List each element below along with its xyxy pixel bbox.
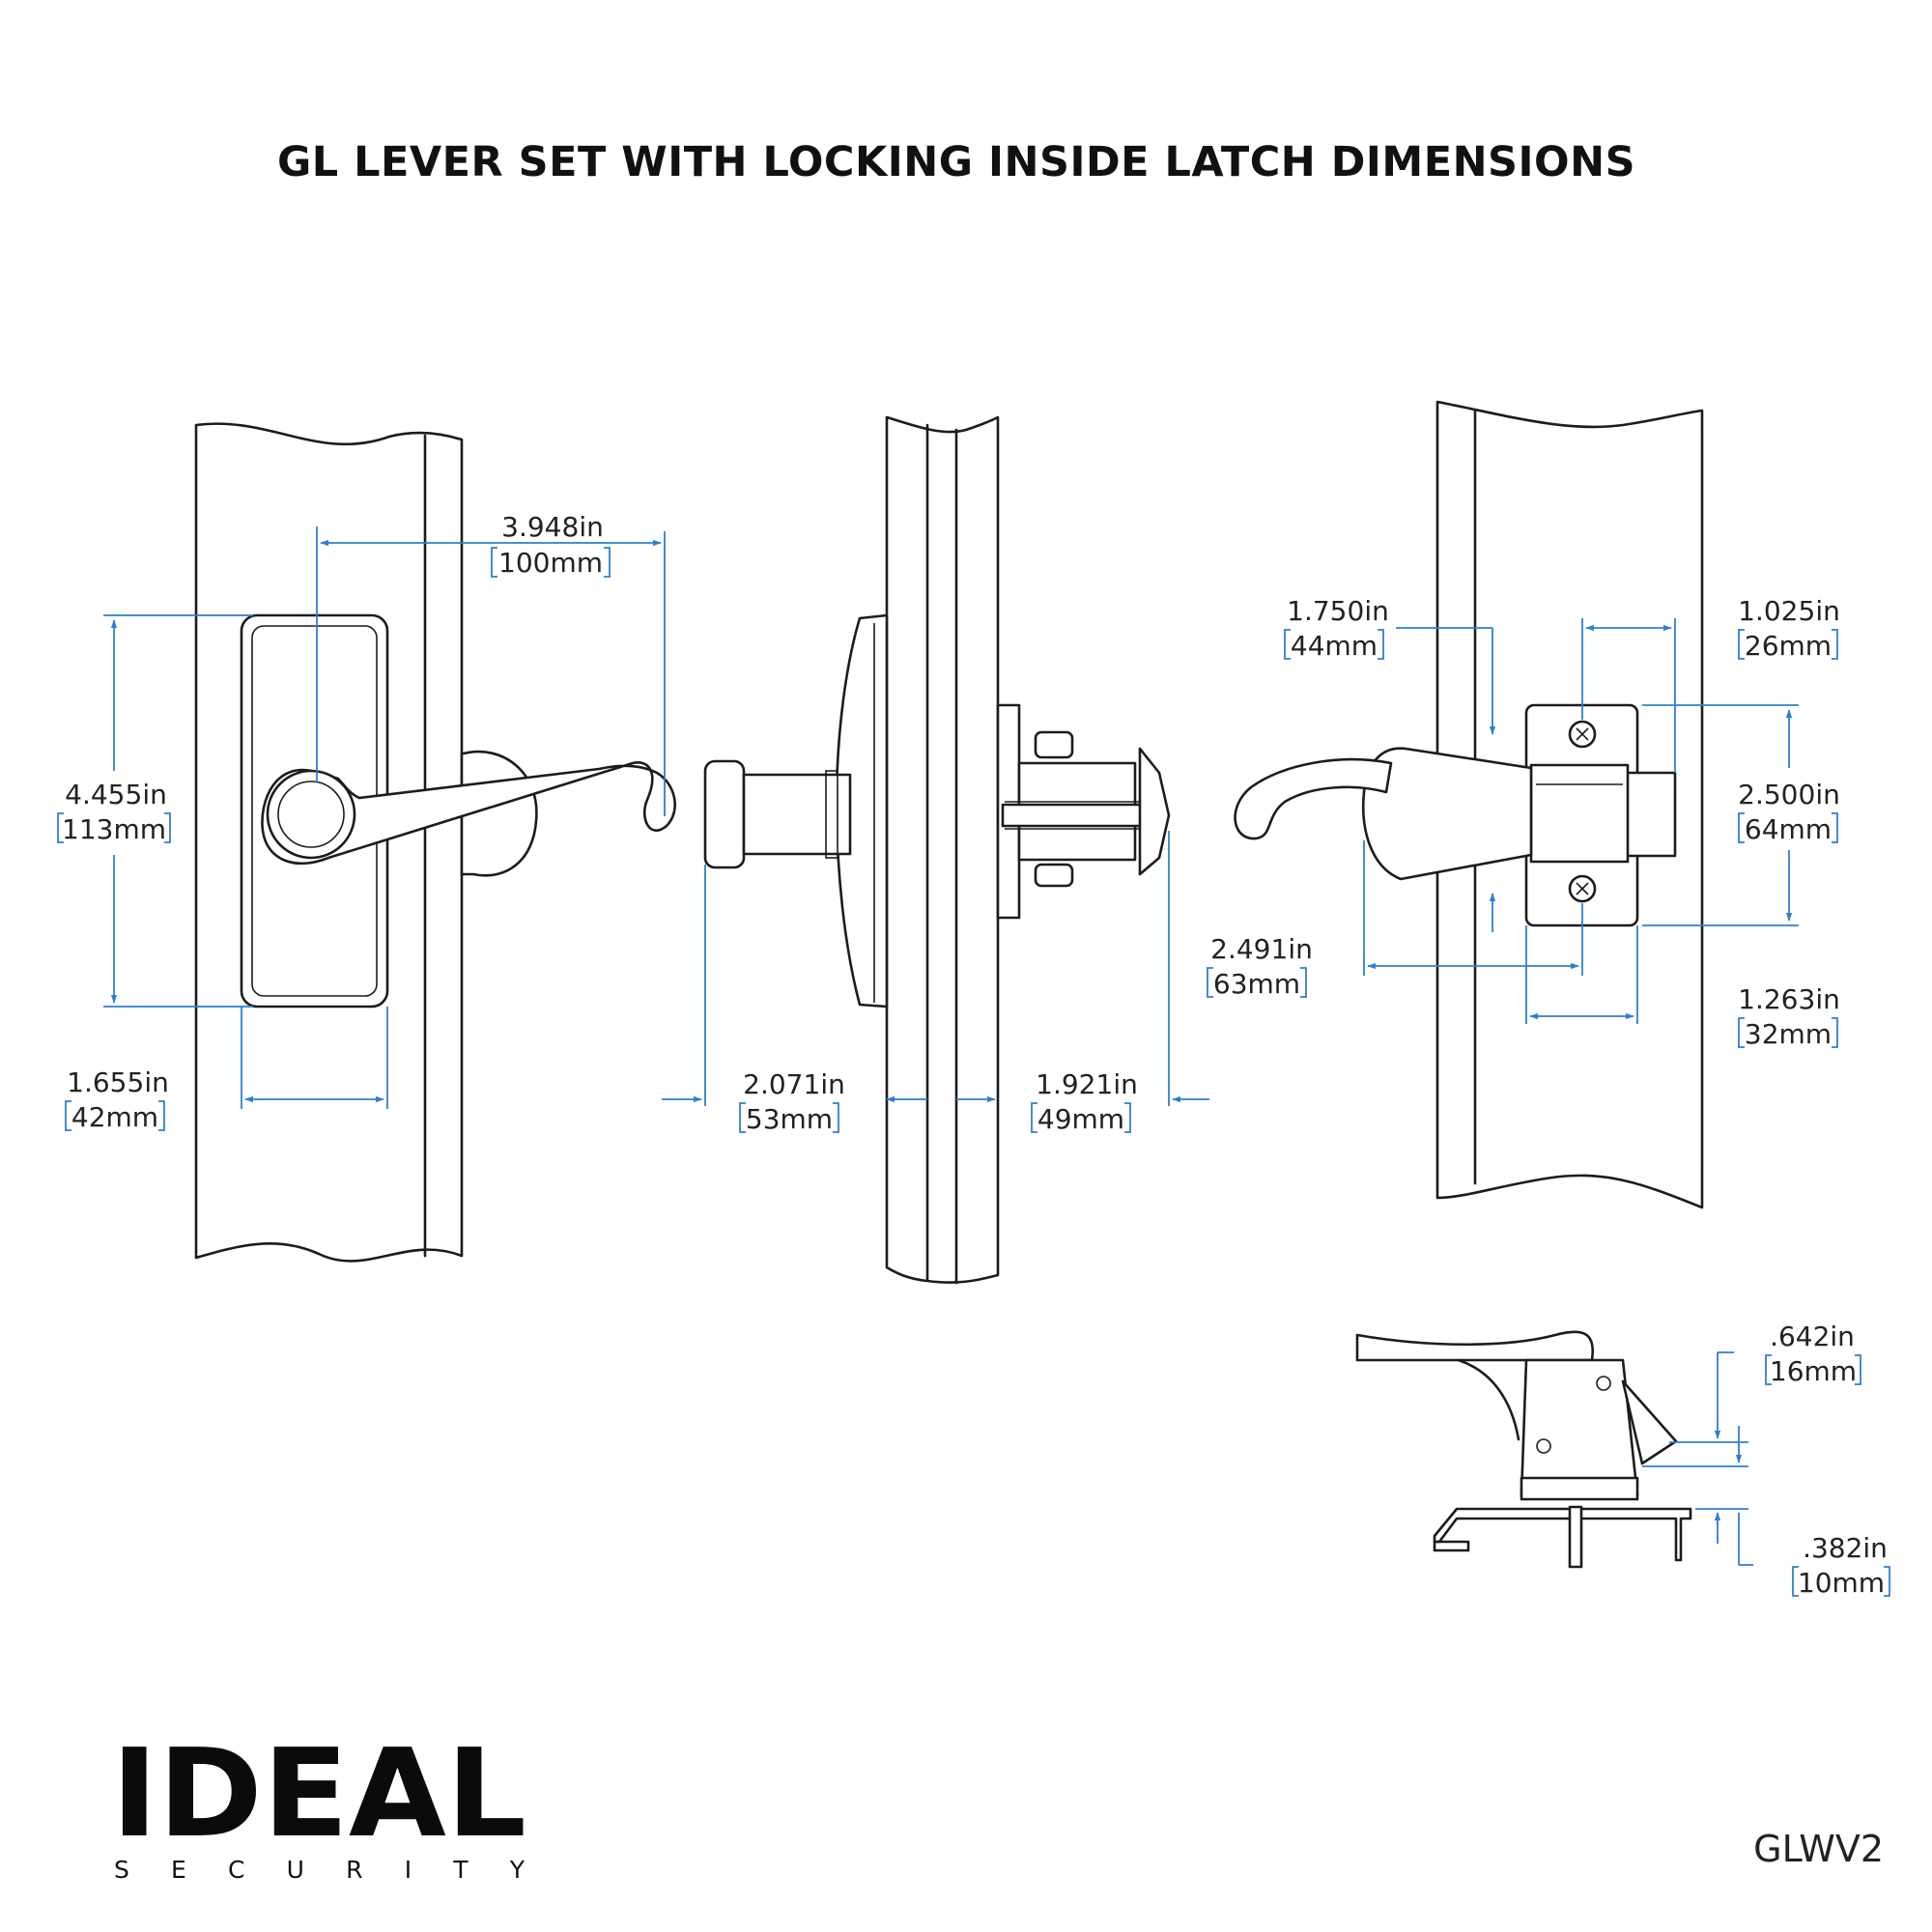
- latch-lever-handle: [1234, 757, 1393, 840]
- dim-label-latch-lever-span-mm: 63mm: [1213, 968, 1300, 1000]
- bottom-latch-body: [1520, 1358, 1639, 1497]
- bottom-frame: [1433, 1507, 1692, 1562]
- dim-label-front-height-in: 4.455in: [65, 779, 167, 810]
- dim-label-plate-width-mm: 42mm: [71, 1101, 158, 1133]
- side-dimensions: 2.071in 53mm 1.921in 49mm: [662, 831, 1209, 1135]
- dim-label-bottom-upper-in: .642in: [1770, 1321, 1855, 1352]
- dim-label-latch-offset-mm: 44mm: [1291, 630, 1378, 662]
- brand-logo: IDEAL S E C U R I T Y: [111, 1722, 526, 1884]
- dim-label-side-right-in: 1.921in: [1036, 1068, 1138, 1100]
- bottom-spindle: [1568, 1505, 1583, 1569]
- spindle-tip: [1138, 747, 1171, 876]
- knob-shaft: [742, 773, 852, 856]
- dim-label-latch-lever-span-in: 2.491in: [1210, 933, 1313, 965]
- thumb-knob: [703, 759, 746, 869]
- dim-label-latch-width-top-mm: 26mm: [1745, 630, 1832, 662]
- door-stile-side: [885, 415, 1000, 1284]
- dim-label-bottom-lower-mm: 10mm: [1798, 1567, 1885, 1599]
- model-code: GLWV2: [1753, 1828, 1884, 1870]
- dim-label-latch-height-in: 2.500in: [1738, 779, 1840, 810]
- dim-label-latch-width-bot-mm: 32mm: [1745, 1018, 1832, 1050]
- latch-bolt: [1623, 771, 1677, 858]
- dim-label-bottom-upper-mm: 16mm: [1770, 1355, 1857, 1387]
- dim-label-bottom-lower-in: .382in: [1803, 1532, 1888, 1564]
- side-view: [703, 415, 1171, 1285]
- latch-lever-base: [1362, 747, 1533, 881]
- front-view: [194, 422, 676, 1263]
- latch-dimensions: 1.750in 44mm 1.025in 26mm 2.500in 64mm 2…: [1207, 595, 1840, 1050]
- dim-label-latch-height-mm: 64mm: [1745, 813, 1832, 845]
- dim-label-front-height-mm: 113mm: [62, 813, 166, 845]
- dim-label-latch-offset-in: 1.750in: [1287, 595, 1389, 627]
- dim-label-side-left-in: 2.071in: [743, 1068, 845, 1100]
- dim-label-latch-width-bot-in: 1.263in: [1738, 983, 1840, 1015]
- dim-label-plate-width-in: 1.655in: [67, 1066, 169, 1098]
- bottom-dimensions: .642in 16mm .382in 10mm: [1642, 1321, 1890, 1599]
- dim-label-side-right-mm: 49mm: [1037, 1103, 1124, 1135]
- spindle: [1001, 803, 1159, 828]
- bottom-latch-bolt: [1621, 1379, 1678, 1465]
- page-title: GL LEVER SET WITH LOCKING INSIDE LATCH D…: [277, 138, 1635, 186]
- bottom-view: [1355, 1330, 1692, 1569]
- bottom-lever: [1355, 1330, 1595, 1362]
- dim-label-side-left-mm: 53mm: [746, 1103, 833, 1135]
- door-stile-front: [194, 422, 464, 1263]
- lever-handle: [261, 761, 676, 866]
- dim-label-latch-width-top-in: 1.025in: [1738, 595, 1840, 627]
- latch-housing: [1529, 763, 1630, 864]
- dim-label-front-width-mm: 100mm: [498, 547, 603, 579]
- lever-hub: [266, 769, 356, 860]
- door-stile-latch: [1435, 400, 1704, 1209]
- brand-name: IDEAL: [111, 1722, 526, 1864]
- dim-label-front-width-in: 3.948in: [501, 511, 604, 543]
- front-dimensions: 3.948in 100mm 4.455in 113mm 1.655in 42mm: [57, 511, 666, 1133]
- bottom-latch-base: [1520, 1476, 1639, 1501]
- latch-view: [1234, 400, 1704, 1209]
